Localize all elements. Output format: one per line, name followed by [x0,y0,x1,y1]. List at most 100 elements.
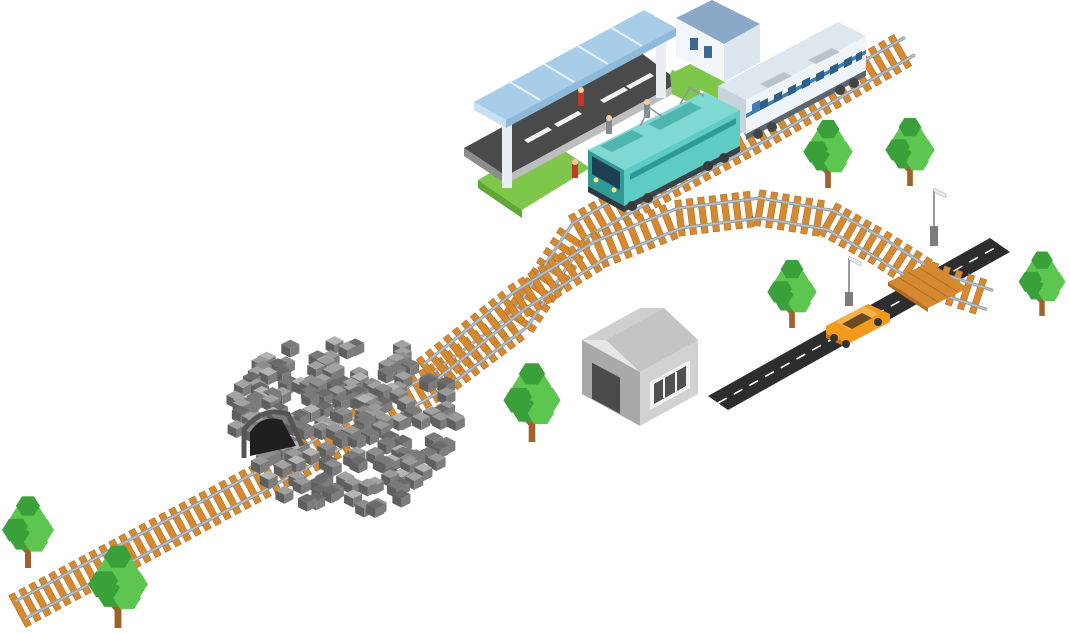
rock-cube [260,460,270,475]
tree-foliage [780,259,804,279]
warehouse [582,308,698,426]
sleeper [719,193,732,231]
rail [423,197,994,365]
rock-cube [358,460,368,474]
trees [2,117,1066,628]
rock-cube [282,464,292,479]
rock-cube [399,417,409,432]
rock-cube [325,340,335,355]
rock-cube [332,435,342,449]
tunnel-entrance [250,418,296,456]
rock-cube [343,411,353,425]
rock-cube [290,344,300,358]
rock-cube [374,481,384,495]
rock-cube [414,476,424,490]
rock-cube [301,394,311,409]
tree [2,496,54,568]
rock-cube [284,490,294,504]
electric-locomotive [588,86,740,212]
rock-cube [259,475,269,489]
rock-cube [397,399,407,414]
tunnel-arch [241,409,305,458]
rock-cube [446,417,456,432]
rock-cube [332,463,342,477]
rock-cube [347,436,357,450]
tree-foliage [24,532,48,552]
sleeper [788,195,802,233]
street-lamp [845,255,862,306]
station-platform [464,10,680,218]
rock-cube [261,398,271,413]
rock-cube [419,379,429,393]
rock-cube [421,416,431,431]
tree-foliage [1038,283,1060,302]
tree [767,259,817,328]
sleeper [765,191,779,229]
tree-foliage [16,496,40,516]
rock-cube [227,424,237,438]
rock-cube [268,475,278,489]
rock-cube [377,370,387,384]
tree-foliage [1031,251,1053,269]
tree-foliage [788,294,811,313]
sleeper [776,193,790,231]
rock-cube [431,416,441,430]
rock-cube [282,391,292,405]
tree [503,363,561,442]
rock-cube [423,467,433,482]
rock-cube [375,504,385,518]
rock-cube [275,490,285,504]
tree [1018,251,1066,316]
rock-cube [439,445,449,459]
rock-cube [446,391,456,406]
rock-cube [338,345,348,360]
rock-cube [231,410,241,424]
sleeper [731,192,743,230]
sleeper [800,197,814,235]
rock-cube [356,436,366,450]
rock-cube [386,370,396,384]
street-lamp [930,187,947,246]
sleeper [753,189,767,227]
rock-cube [355,342,365,357]
tree [885,117,935,186]
rock-cube [268,371,278,386]
rock-cube [401,494,411,508]
rock-cube [455,417,465,432]
rock-cube [331,490,341,504]
rock-cube [292,480,302,495]
branch-line [415,189,994,389]
tree-foliage [898,117,922,137]
sleeper [742,190,755,229]
rock-cube [349,460,359,474]
rock-cube [316,496,326,511]
sleeper [697,196,709,234]
rock-cube [383,400,393,415]
tree-foliage [518,363,546,385]
tree-foliage [104,545,132,568]
rock-cube [334,411,344,425]
car [826,304,890,348]
rock-cube [358,482,368,497]
tree-foliage [906,152,929,171]
rock-cube [291,381,301,395]
rock-cube [310,451,320,466]
rock-cube [344,494,354,508]
rock-cube [370,431,380,446]
tunnel [226,336,465,518]
sleeper [685,197,698,236]
tree [88,545,148,628]
rock-cube [296,459,306,474]
rock-cube [307,498,317,512]
railway-track [8,34,994,628]
rock-cube [301,480,311,495]
rock-cube [304,426,314,441]
rock-cube [436,457,446,471]
rock-cube [410,363,420,377]
tree [803,119,853,188]
rock-cube [367,482,377,497]
rock-cube [376,460,386,474]
rock-cube [298,498,308,512]
passenger-coach [718,22,866,140]
